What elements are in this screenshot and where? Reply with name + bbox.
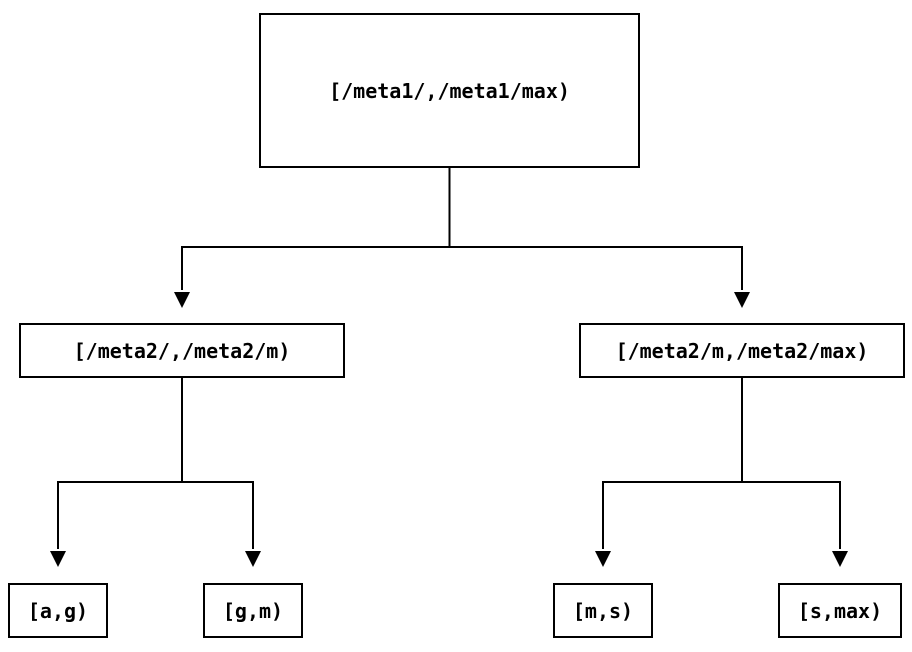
edge-left-to-leaf-gm <box>181 378 254 549</box>
node-leaf-gm: [g,m) <box>203 583 303 638</box>
node-meta2-upper-range: [/meta2/m,/meta2/max) <box>579 323 905 378</box>
edge-root-to-left <box>181 168 451 290</box>
arrowhead-leaf-ms-icon <box>595 551 611 567</box>
arrowhead-leaf-ag-icon <box>50 551 66 567</box>
edge-root-to-right <box>448 168 743 290</box>
node-leaf-ms: [m,s) <box>553 583 653 638</box>
node-root-meta1-range: [/meta1/,/meta1/max) <box>259 13 640 168</box>
node-leaf-ag: [a,g) <box>8 583 108 638</box>
arrowhead-leaf-smax-icon <box>832 551 848 567</box>
edge-right-to-leaf-smax <box>741 378 841 549</box>
arrowhead-right-branch-icon <box>734 292 750 308</box>
node-meta2-lower-range: [/meta2/,/meta2/m) <box>19 323 345 378</box>
arrowhead-leaf-gm-icon <box>245 551 261 567</box>
edge-right-to-leaf-ms <box>602 378 743 549</box>
edge-left-to-leaf-ag <box>57 378 183 549</box>
node-leaf-smax: [s,max) <box>778 583 902 638</box>
arrowhead-left-branch-icon <box>174 292 190 308</box>
